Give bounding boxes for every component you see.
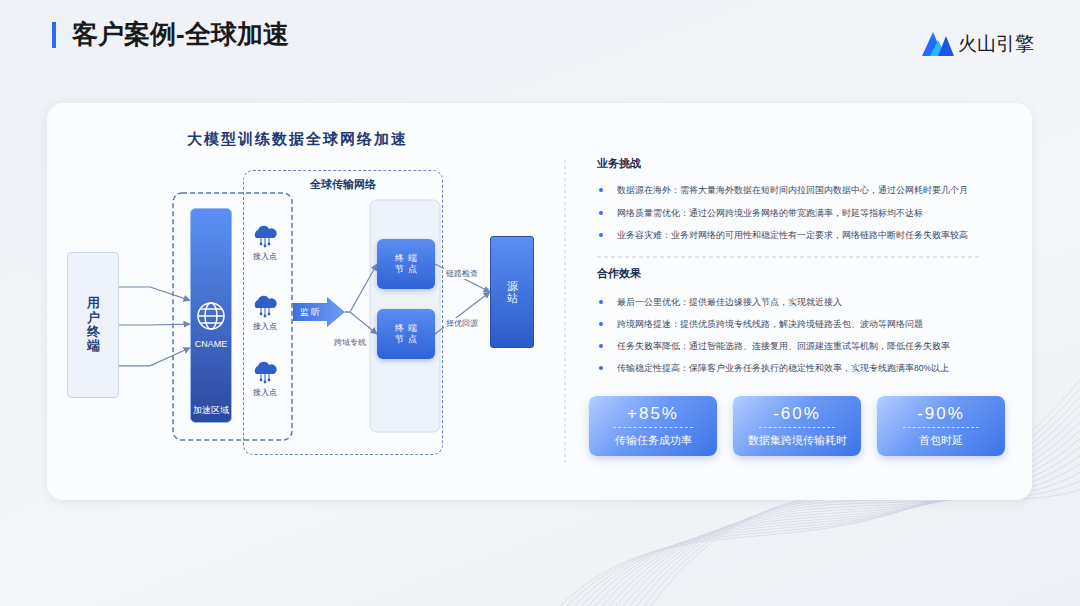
node-text: -90%	[903, 404, 979, 428]
connector-line	[119, 348, 190, 366]
cname-shape	[190, 208, 232, 423]
connector-line	[345, 312, 377, 334]
connector-line	[345, 264, 377, 312]
bullet-text: 传输稳定性提高：保障客户业务任务执行的稳定性和效率，实现专线跑满率80%以上	[617, 362, 997, 374]
access-point-label: 接入点	[250, 251, 280, 262]
page-title: 客户案例-全球加速	[72, 17, 289, 52]
bullet-text: 网络质量需优化：通过公网跨境业务网络的带宽跑满率，时延等指标均不达标	[617, 207, 997, 219]
section-heading: 业务挑战	[597, 156, 641, 171]
node-text: 加速区域	[193, 405, 229, 417]
node-text: 监听	[300, 306, 322, 319]
cname-box: CNAME 加速区域	[190, 208, 232, 423]
logo-text: 火山引擎	[958, 31, 1034, 57]
wave-line	[574, 397, 1080, 606]
connector-line	[119, 324, 190, 326]
title-bar	[52, 22, 56, 48]
bullet-text: 任务失败率降低：通过智能选路、连接复用、回源建连重试等机制，降低任务失败率	[617, 340, 997, 352]
node-text: 首包时延	[919, 433, 963, 448]
bullet-text: 跨境网络提速：提供优质跨境专线线路，解决跨境链路丢包、波动等网络问题	[617, 318, 997, 330]
section-heading: 合作效果	[597, 266, 641, 281]
node-text: +85%	[613, 404, 693, 428]
connector-label: 择优回源	[444, 318, 480, 329]
access-point-label: 接入点	[250, 387, 280, 398]
diagram-title: 大模型训练数据全球网络加速	[187, 130, 408, 149]
node-text: 数据集跨境传输耗时	[748, 433, 847, 448]
accelerate-zone-outline	[173, 193, 292, 440]
node-text: 终端节点	[395, 323, 421, 346]
divider	[597, 257, 980, 258]
connector-line	[435, 292, 490, 334]
cloud-icon	[255, 226, 277, 384]
metric-card: -90% 首包时延	[877, 396, 1005, 456]
node-text: -60%	[759, 404, 835, 428]
node-text: 终端节点	[395, 253, 421, 276]
connector-line	[119, 287, 190, 300]
connector-line	[435, 264, 490, 292]
bullet-text: 数据源在海外：需将大量海外数据在短时间内拉回国内数据中心，通过公网耗时要几个月	[617, 184, 997, 196]
listen-arrow: 监听	[293, 297, 345, 327]
edge-node-box: 终端节点	[377, 309, 435, 359]
network-region: 全球传输网络监听终端节点终端节点	[243, 170, 443, 455]
bullet-text: 业务容灾难：业务对网络的可用性和稳定性有一定要求，网络链路中断时任务失败率较高	[617, 229, 997, 241]
edge-node-box: 终端节点	[377, 239, 435, 289]
access-point-label: 接入点	[250, 321, 280, 332]
node-group-box	[370, 200, 440, 432]
node-text: 全球传输网络	[244, 177, 442, 192]
divider	[565, 160, 566, 465]
node-text: 源站	[507, 280, 518, 304]
bullet-text: 最后一公里优化：提供最佳边缘接入节点，实现就近接入	[617, 296, 997, 308]
node-text: 传输任务成功率	[615, 433, 692, 448]
origin-box: 源站	[490, 236, 534, 348]
connector-label: 链路检查	[444, 268, 480, 279]
metric-card: -60% 数据集跨境传输耗时	[733, 396, 861, 456]
logo-icon	[922, 32, 954, 56]
metric-card: +85% 传输任务成功率	[589, 396, 717, 456]
terminal-box: 用户终端	[67, 252, 119, 398]
connector-label: 跨域专线	[332, 337, 368, 348]
wave-line	[651, 489, 1080, 606]
node-text: CNAME	[195, 339, 228, 349]
node-text: 用户终端	[87, 296, 100, 353]
